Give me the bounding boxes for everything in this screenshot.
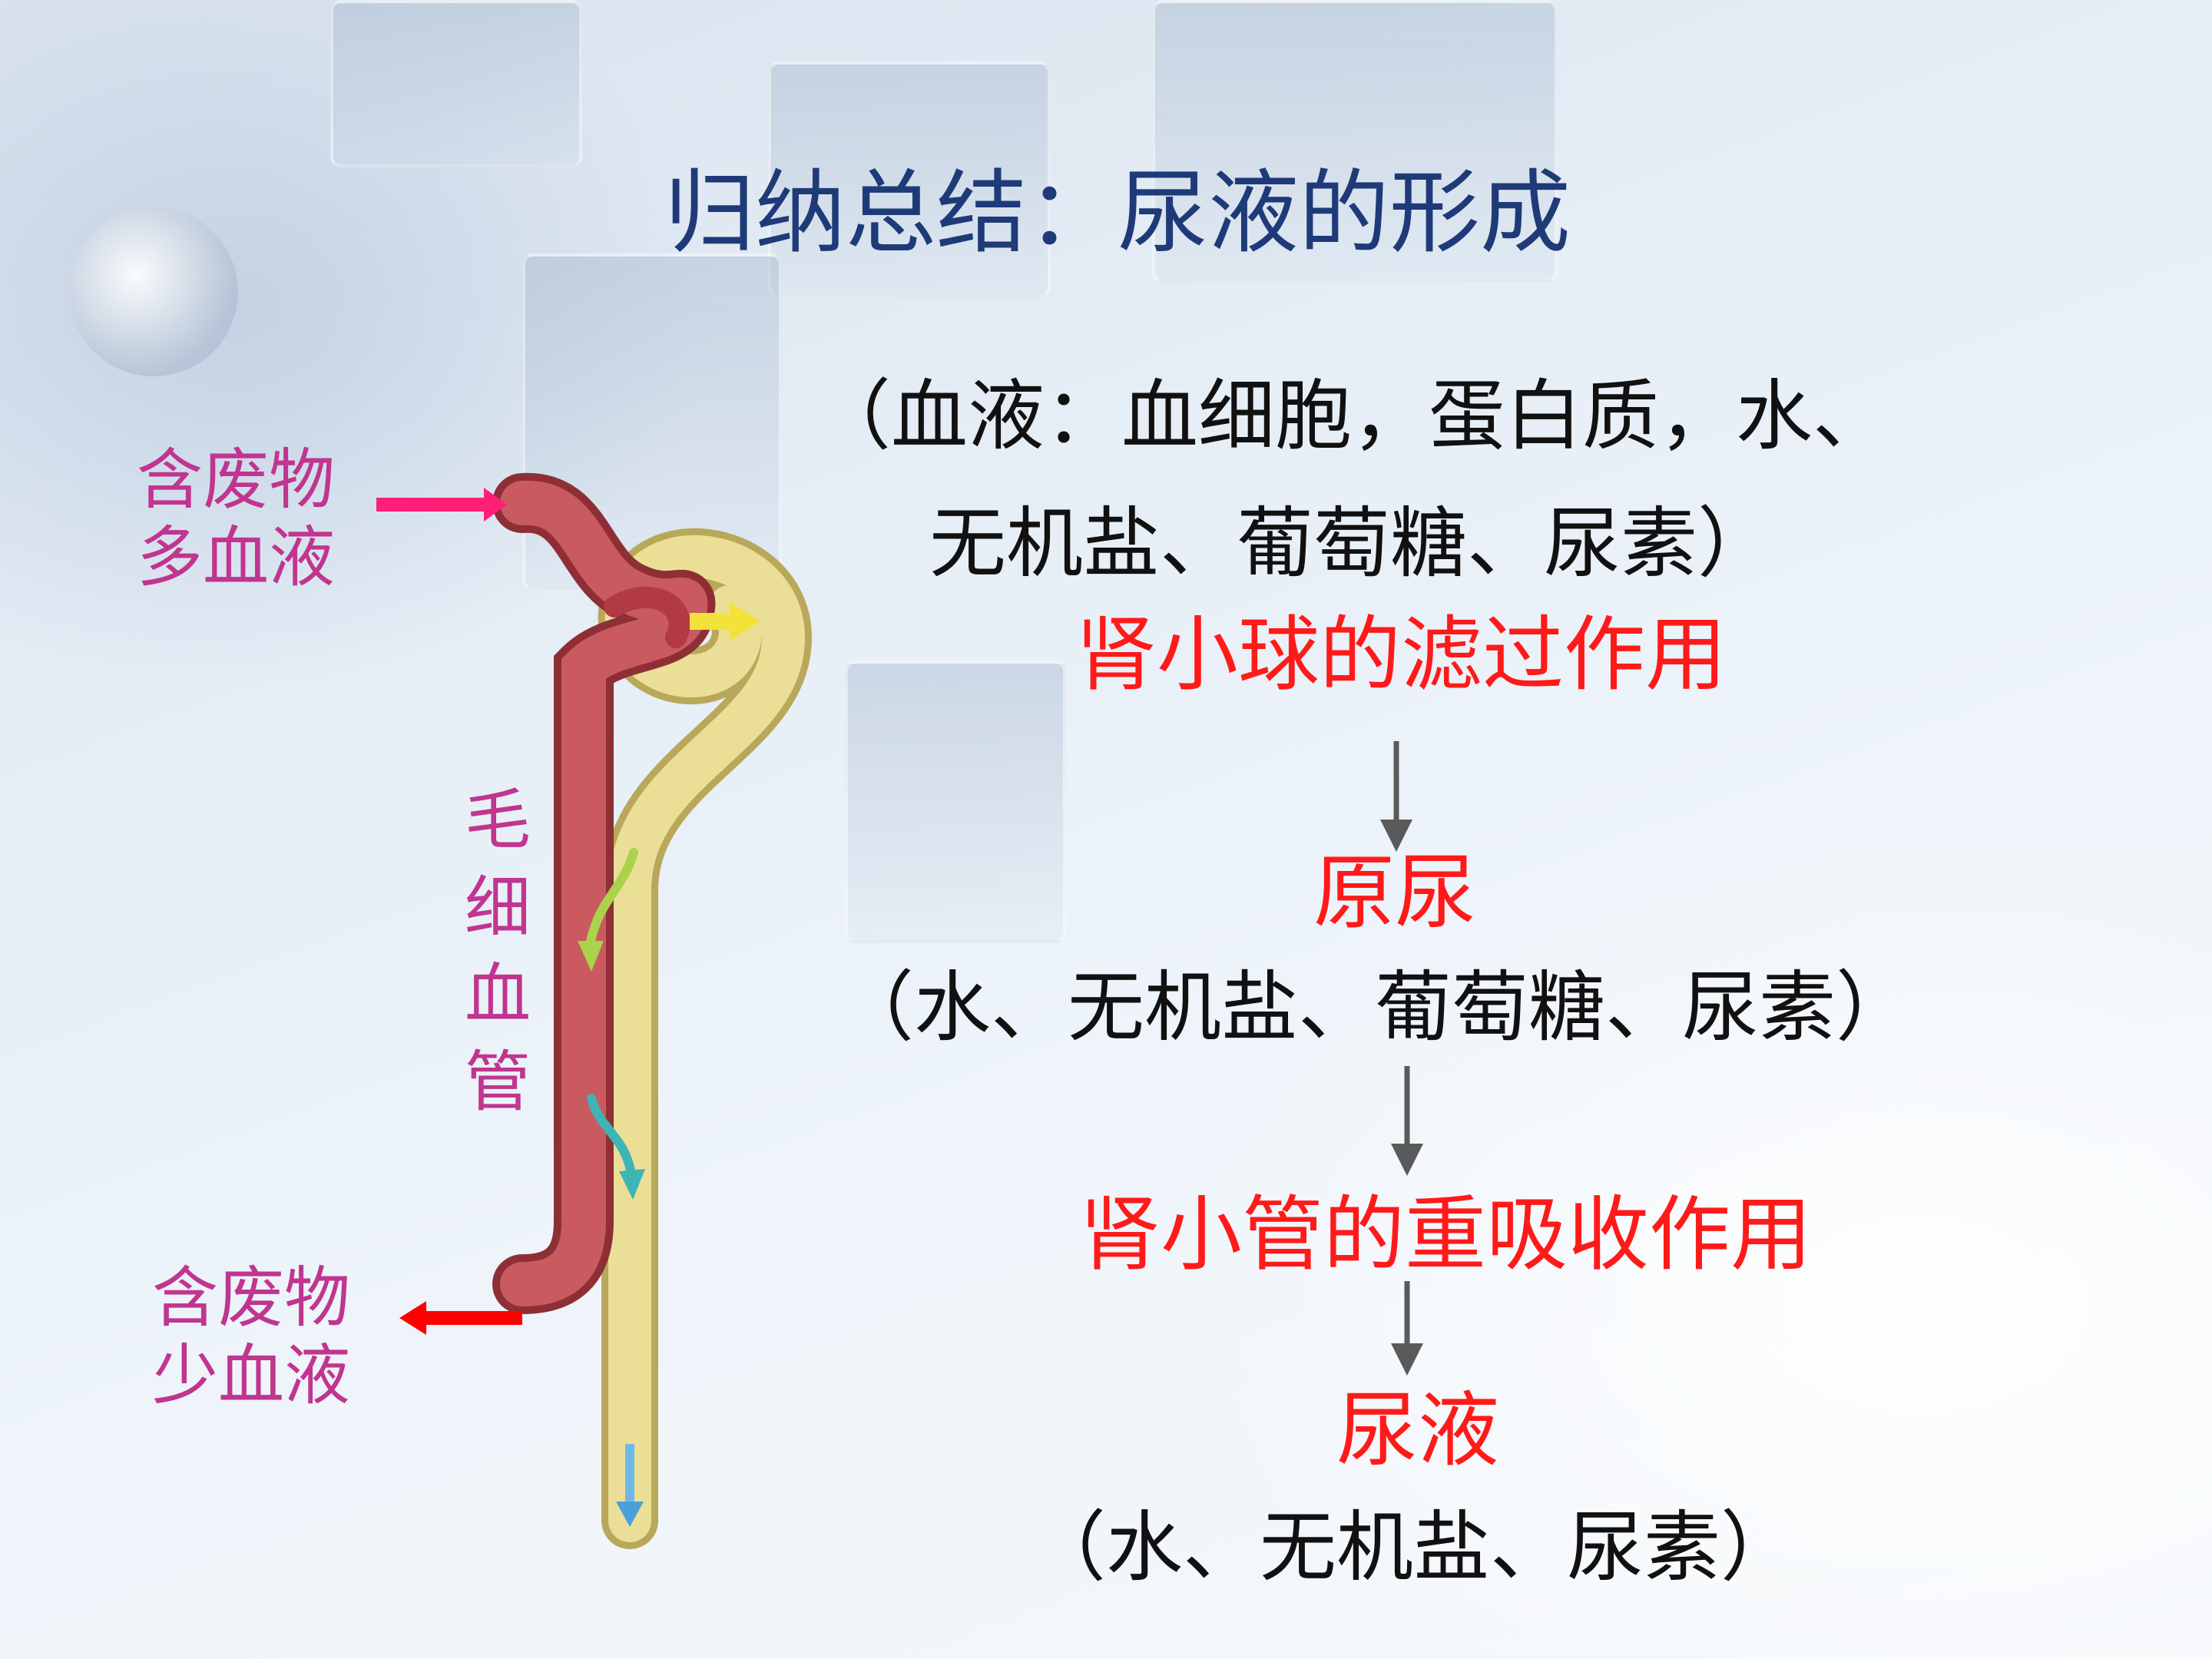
globe-icon (69, 207, 238, 376)
blood-composition-line2: 无机盐、葡萄糖、尿素） (929, 498, 1774, 588)
capillary-label-char: 管 (465, 1043, 531, 1121)
filtration-arrow-icon (690, 602, 760, 641)
outflow-arrow-icon (399, 1301, 522, 1335)
capillary-label: 毛 细 血 管 (459, 777, 536, 1126)
background-panel (1152, 0, 1558, 283)
background-panel (768, 61, 1051, 298)
urine-contents: （水、无机盐、尿素） (1029, 1502, 1797, 1592)
background-panel (845, 661, 1066, 943)
page-title: 归纳总结：尿液的形成 (664, 160, 1571, 266)
glomerular-filtration-label: 肾小球的滤过作用 (1075, 608, 1727, 702)
urine-label: 尿液 (1336, 1383, 1499, 1478)
tubular-reabsorption-label: 肾小管的重吸收作用 (1079, 1187, 1812, 1282)
urine-outflow-arrow-icon (616, 1444, 644, 1527)
inflow-blood-label: 含废物 多血液 (137, 442, 335, 597)
inflow-arrow-icon (376, 488, 507, 522)
reabsorption-arrow-icon (578, 848, 645, 1200)
renal-tubule (598, 528, 813, 1549)
capillary-label-char: 细 (465, 869, 531, 946)
capillary-vessel (492, 472, 716, 1314)
primary-urine-label: 原尿 (1313, 846, 1476, 940)
blood-composition-line1: （血液：血细胞，蛋白质，水、 (814, 371, 1889, 461)
background-panel (330, 0, 582, 167)
outflow-blood-label: 含废物 少血液 (152, 1260, 350, 1415)
primary-urine-contents: （水、无机盐、葡萄糖、尿素） (837, 962, 1912, 1052)
capillary-label-char: 毛 (465, 782, 531, 859)
capillary-label-char: 血 (465, 956, 531, 1034)
